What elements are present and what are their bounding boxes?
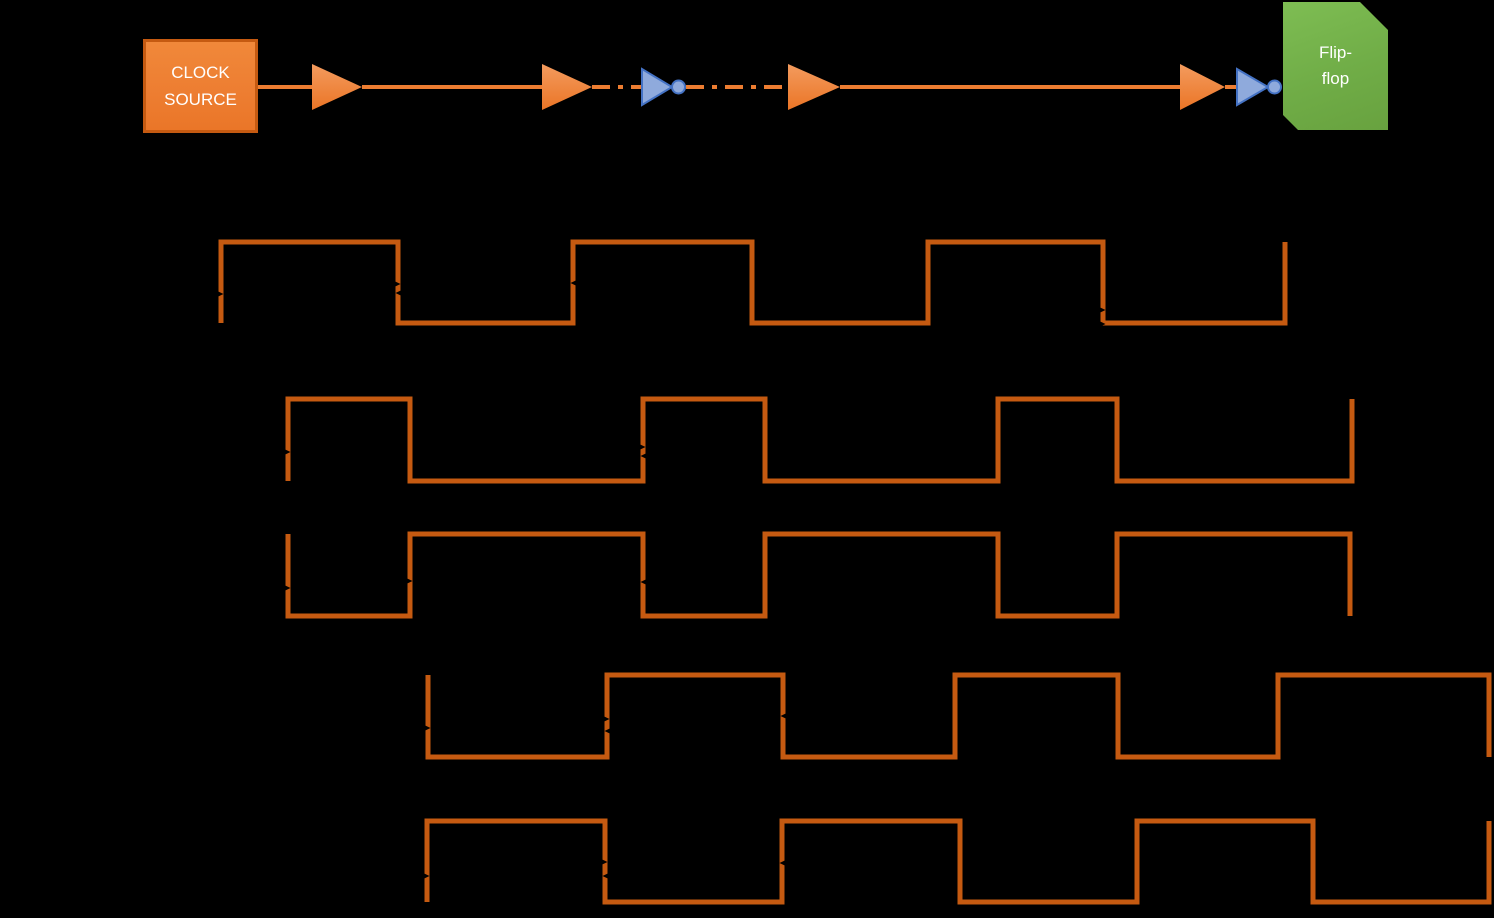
edge-annotation-arrow-icon [640,451,650,461]
edge-annotation-arrow-icon [600,714,610,724]
edge-annotation-arrow-icon [636,442,646,452]
edge-annotation-arrow-icon [214,289,224,299]
edge-annotation-arrow-icon [779,858,789,868]
buffer-icon [542,64,592,110]
clock-source-label-line2: SOURCE [164,90,237,109]
edge-annotation-arrow-icon [281,583,291,593]
waveform-trace-4 [425,672,1492,760]
waveform-trace-5 [424,818,1492,905]
edge-annotation-arrow-icon [598,857,608,867]
edge-annotation-arrow-icon [421,723,431,733]
waveform-trace-3 [285,531,1353,619]
flip-flop-box: Flip- flop [1283,2,1388,130]
flip-flop-label-line2: flop [1321,69,1350,88]
edge-annotation-arrow-icon [780,711,790,721]
inverter-bubble-icon [1267,79,1282,95]
edge-annotation-arrow-icon [281,447,291,457]
edge-annotation-arrow-icon [640,577,650,587]
buffer-icon [1180,64,1225,110]
edge-annotation-arrow-icon [602,871,612,881]
edge-annotation-arrow-icon [604,726,614,736]
clock-source-box: CLOCK SOURCE [143,39,258,133]
inverter-bubble-icon [671,79,686,95]
edge-annotation-arrow-icon [570,278,580,288]
inverter-icon [1236,67,1270,107]
inverter-icon [641,67,674,107]
edge-annotation-arrow-icon [1096,319,1106,329]
buffer-icon [312,64,362,110]
clock-source-label-line1: CLOCK [171,63,230,82]
waveform-trace-2 [285,396,1355,484]
edge-annotation-arrow-icon [395,288,405,298]
edge-annotation-arrow-icon [1096,305,1106,315]
edge-annotation-arrow-icon [420,871,430,881]
waveform-trace-1 [218,239,1288,326]
edge-annotation-arrow-icon [391,279,401,289]
flip-flop-label-line1: Flip- [1318,43,1353,62]
buffer-icon [788,64,840,110]
edge-annotation-arrow-icon [403,576,413,586]
